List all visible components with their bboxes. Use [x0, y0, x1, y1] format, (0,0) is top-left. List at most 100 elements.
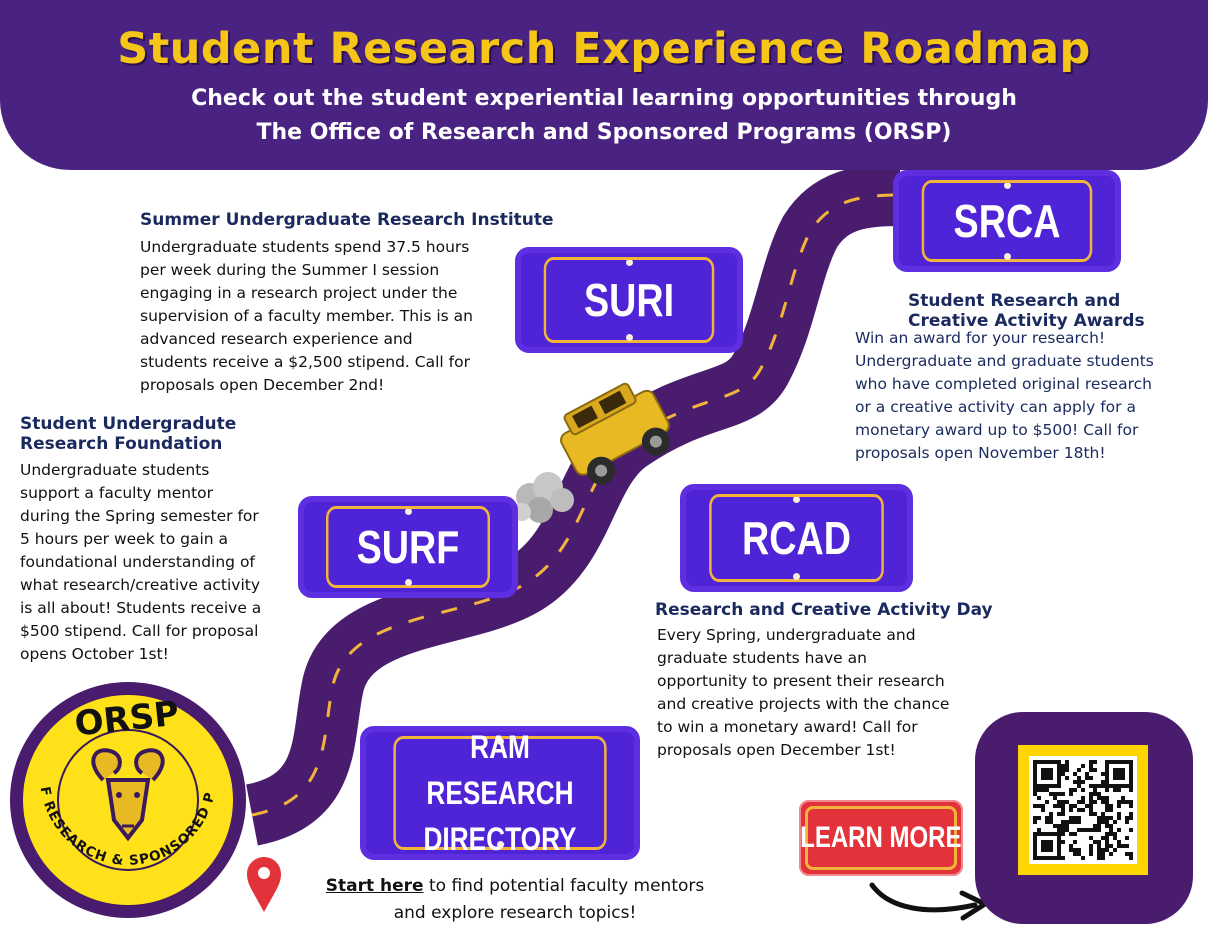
qr-module: [1045, 832, 1049, 836]
qr-module: [1057, 784, 1061, 788]
qr-module: [1125, 784, 1129, 788]
qr-module: [1061, 828, 1065, 832]
srca-line: Win an award for your research!: [855, 329, 1106, 347]
qr-module: [1041, 772, 1045, 776]
qr-module: [1129, 780, 1133, 784]
qr-module: [1117, 816, 1121, 820]
qr-module: [1049, 840, 1053, 844]
qr-module: [1057, 768, 1061, 772]
srca-sign[interactable]: SRCA: [893, 170, 1121, 272]
qr-module: [1077, 820, 1081, 824]
qr-module: [1121, 800, 1125, 804]
qr-module: [1129, 828, 1133, 832]
page-title: Student Research Experience Roadmap: [117, 24, 1091, 74]
qr-module: [1109, 784, 1113, 788]
suri-description: Undergraduate students spend 37.5 hours …: [140, 236, 510, 397]
qr-module: [1041, 844, 1045, 848]
qr-module: [1033, 772, 1037, 776]
qr-module: [1089, 852, 1093, 856]
qr-module: [1073, 840, 1077, 844]
qr-module: [1105, 796, 1109, 800]
ram-head-icon: [91, 748, 165, 842]
learn-more-button[interactable]: LEARN MORE: [799, 800, 963, 876]
qr-module: [1053, 856, 1057, 860]
ram-sign-line-2: DIRECTORY: [423, 821, 577, 857]
qr-code[interactable]: [1018, 745, 1148, 875]
qr-module: [1033, 804, 1037, 808]
qr-module: [1081, 828, 1085, 832]
qr-module: [1041, 848, 1045, 852]
qr-module: [1041, 808, 1045, 812]
ram-research-directory-sign[interactable]: RAM RESEARCH DIRECTORY: [360, 726, 640, 860]
qr-module: [1101, 796, 1105, 800]
qr-module: [1089, 804, 1093, 808]
qr-module: [1073, 816, 1077, 820]
qr-module: [1105, 764, 1109, 768]
qr-module: [1073, 832, 1077, 836]
rcad-sign[interactable]: RCAD: [680, 484, 913, 592]
qr-module: [1089, 848, 1093, 852]
qr-module: [1073, 848, 1077, 852]
qr-module: [1045, 760, 1049, 764]
qr-module: [1037, 828, 1041, 832]
qr-module: [1105, 800, 1109, 804]
sign-dot: [793, 496, 800, 503]
qr-module: [1093, 840, 1097, 844]
qr-module: [1049, 844, 1053, 848]
qr-module: [1117, 812, 1121, 816]
header-banner: [0, 0, 1208, 170]
qr-module: [1129, 804, 1133, 808]
qr-module: [1045, 788, 1049, 792]
sign-dot: [404, 508, 412, 515]
qr-module: [1089, 800, 1093, 804]
start-here-link[interactable]: Start here: [325, 876, 424, 896]
qr-module: [1113, 832, 1117, 836]
qr-module: [1057, 760, 1061, 764]
qr-module: [1093, 788, 1097, 792]
qr-module: [1057, 776, 1061, 780]
surf-sign[interactable]: SURF: [298, 496, 518, 598]
qr-module: [1057, 848, 1061, 852]
qr-module: [1117, 804, 1121, 808]
qr-module: [1089, 844, 1093, 848]
qr-module: [1057, 764, 1061, 768]
suri-sign[interactable]: SURI: [515, 247, 743, 353]
qr-module: [1033, 852, 1037, 856]
qr-module: [1101, 820, 1105, 824]
qr-module: [1033, 764, 1037, 768]
qr-module: [1113, 776, 1117, 780]
surf-line: support a faculty mentor: [20, 484, 214, 502]
qr-module: [1105, 780, 1109, 784]
sign-dot: [625, 334, 633, 341]
qr-module: [1057, 792, 1061, 796]
qr-module: [1041, 788, 1045, 792]
qr-module: [1045, 772, 1049, 776]
qr-module: [1089, 768, 1093, 772]
qr-module: [1057, 812, 1061, 816]
qr-module: [1117, 760, 1121, 764]
qr-module: [1049, 820, 1053, 824]
qr-module: [1101, 780, 1105, 784]
qr-module: [1105, 808, 1109, 812]
qr-module: [1065, 824, 1069, 828]
qr-module: [1049, 832, 1053, 836]
qr-module: [1081, 856, 1085, 860]
map-pin-icon: [247, 857, 281, 912]
qr-module: [1089, 808, 1093, 812]
qr-module: [1097, 784, 1101, 788]
qr-module: [1057, 840, 1061, 844]
qr-module: [1033, 776, 1037, 780]
ram-sign-label: RAM RESEARCH DIRECTORY: [393, 729, 607, 857]
qr-module: [1033, 832, 1037, 836]
qr-module: [1065, 768, 1069, 772]
qr-module: [1089, 836, 1093, 840]
qr-module: [1033, 780, 1037, 784]
qr-module: [1049, 848, 1053, 852]
ram-sign-line-1: RAM RESEARCH: [426, 729, 574, 811]
learn-more-frame: LEARN MORE: [800, 806, 962, 870]
qr-module: [1109, 828, 1113, 832]
qr-module: [1033, 816, 1037, 820]
qr-module: [1077, 816, 1081, 820]
qr-module: [1121, 772, 1125, 776]
qr-module: [1069, 792, 1073, 796]
